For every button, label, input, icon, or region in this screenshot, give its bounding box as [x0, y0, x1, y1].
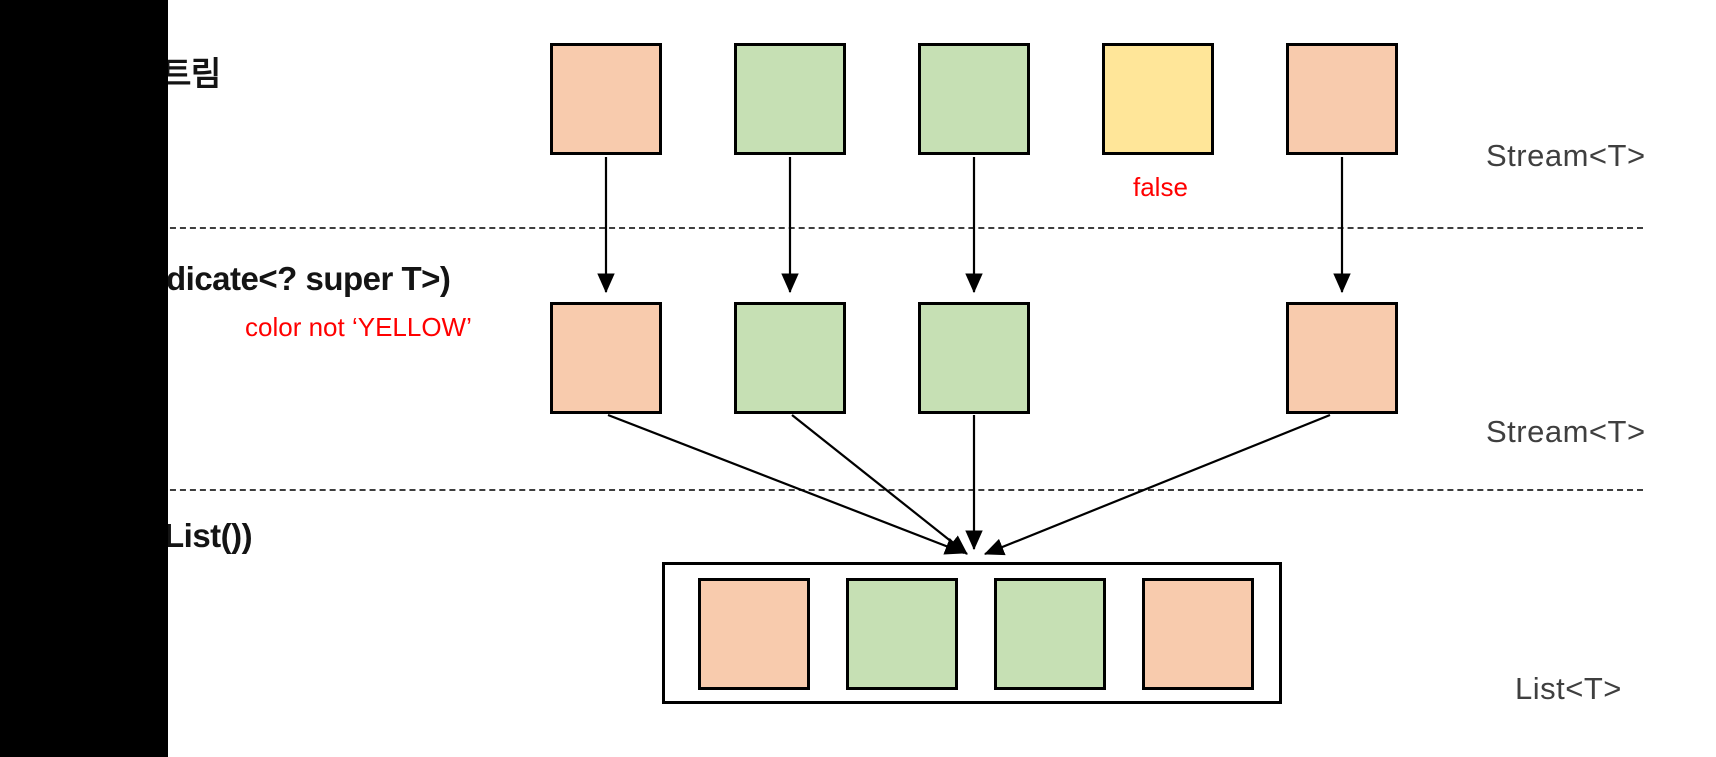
middle-stream-square-2-green	[734, 302, 846, 414]
slide-title-partial: 트림	[161, 55, 221, 92]
top-stream-square-1-orange	[550, 43, 662, 155]
stream-type-label-top: Stream<T>	[1486, 138, 1646, 173]
top-stream-square-2-green	[734, 43, 846, 155]
stage-divider-top	[150, 227, 1643, 229]
top-stream-square-3-green	[918, 43, 1030, 155]
list-square-4-orange	[1142, 578, 1254, 690]
left-black-overlay	[0, 0, 168, 757]
collect-signature-text: List())	[164, 517, 253, 554]
false-annotation: false	[1133, 172, 1188, 202]
stream-type-label-middle: Stream<T>	[1486, 414, 1646, 449]
collect-arrow-2	[791, 414, 968, 555]
stage-divider-bottom	[150, 489, 1643, 491]
list-square-3-green	[994, 578, 1106, 690]
list-square-1-orange	[698, 578, 810, 690]
middle-stream-square-1-orange	[550, 302, 662, 414]
middle-stream-square-3-green	[918, 302, 1030, 414]
predicate-annotation: color not ‘YELLOW’	[245, 312, 472, 342]
list-type-label: List<T>	[1515, 671, 1622, 706]
filter-signature-text: dicate<? super T>)	[166, 260, 451, 297]
middle-stream-square-4-orange	[1286, 302, 1398, 414]
collect-arrow-1	[607, 413, 966, 555]
top-stream-square-5-orange	[1286, 43, 1398, 155]
top-stream-square-4-yellow	[1102, 43, 1214, 155]
collect-arrow-4	[983, 413, 1331, 556]
list-square-2-green	[846, 578, 958, 690]
